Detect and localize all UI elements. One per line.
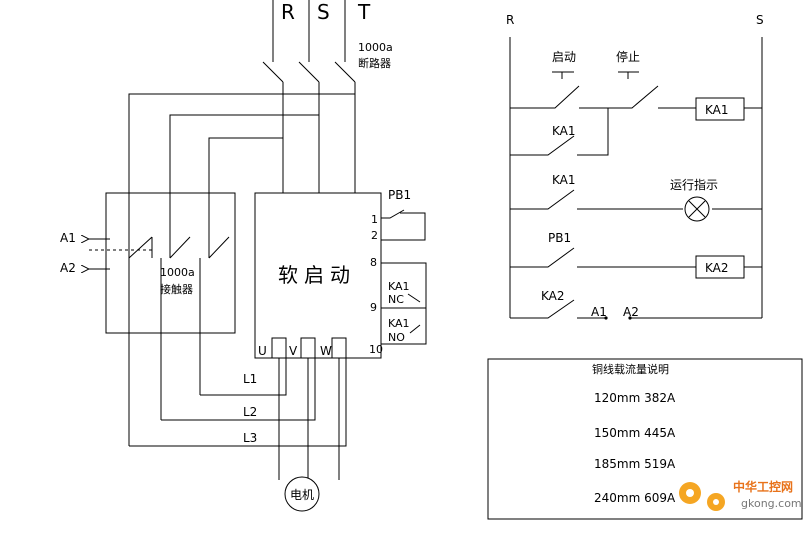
watermark-site: gkong.com <box>741 497 802 510</box>
terminal-w: W <box>320 344 332 358</box>
ka1-hold-label: KA1 <box>552 124 576 138</box>
terminal-8: 8 <box>370 256 377 269</box>
line-l1: L1 <box>243 372 257 386</box>
cable-row-1: 120mm 382A <box>594 391 676 405</box>
ka1-coil-label: KA1 <box>705 103 729 117</box>
rail-r-label: R <box>506 13 514 27</box>
phase-s-label: S <box>317 0 330 24</box>
contactor-terminal-a2: A2 <box>60 261 76 275</box>
contactor-box <box>105 192 236 334</box>
start-button-label: 启动 <box>552 50 576 64</box>
motor-symbol <box>284 476 320 512</box>
cable-table-title: 铜线载流量说明 <box>592 362 669 376</box>
ka1-nc-contact: NC <box>388 293 404 306</box>
phase-t-label: T <box>357 0 371 24</box>
breaker-name: 断路器 <box>358 56 391 70</box>
ka1-no-contact: NO <box>388 331 405 344</box>
run-indicator-label: 运行指示 <box>670 177 718 192</box>
soft-starter-title: 软启动 <box>278 263 356 287</box>
ka2-contact-label: KA2 <box>541 289 565 303</box>
terminal-2: 2 <box>371 229 378 242</box>
contactor-terminal-a1: A1 <box>60 231 76 245</box>
cable-table-box <box>487 358 803 520</box>
ka1-nc-name: KA1 <box>388 280 410 293</box>
terminal-u: U <box>258 344 267 358</box>
rail-s-label: S <box>756 13 764 27</box>
terminal-v: V <box>289 344 298 358</box>
terminal-v-box <box>300 337 316 359</box>
gear-icon <box>679 482 725 511</box>
terminal-w-box <box>331 337 347 359</box>
cable-row-3: 185mm 519A <box>594 457 676 471</box>
ka2-coil <box>695 255 745 279</box>
power-circuit: R S T 1000a 断路器 A1 A2 1000a 接触器 软启动 1 <box>60 0 427 512</box>
pb1-contact-label: PB1 <box>548 231 571 245</box>
run-indicator-lamp <box>684 196 710 222</box>
watermark: 中华工控网 gkong.com <box>679 479 802 511</box>
line-l3: L3 <box>243 431 257 445</box>
terminal-9: 9 <box>370 301 377 314</box>
cable-capacity-table: 铜线载流量说明 120mm 382A 150mm 445A 185mm 519A… <box>487 358 803 520</box>
breaker-switch <box>262 0 356 193</box>
terminal-1: 1 <box>371 213 378 226</box>
ka1-coil <box>695 97 745 121</box>
out-terminal-a1: A1 <box>591 305 607 319</box>
cable-row-2: 150mm 445A <box>594 426 676 440</box>
cable-row-4: 240mm 609A <box>594 491 676 505</box>
breaker-rating: 1000a <box>358 41 393 54</box>
pb1-label: PB1 <box>388 188 411 202</box>
line-l2: L2 <box>243 405 257 419</box>
phase-r-label: R <box>281 0 295 24</box>
out-terminal-a2: A2 <box>623 305 639 319</box>
stop-button-label: 停止 <box>616 49 640 64</box>
terminal-u-box <box>271 337 287 359</box>
watermark-name: 中华工控网 <box>733 479 793 494</box>
ka1-no-name: KA1 <box>388 317 410 330</box>
contactor-rating: 1000a <box>160 266 195 279</box>
ka2-coil-label: KA2 <box>705 261 729 275</box>
contactor-name: 接触器 <box>160 282 193 296</box>
terminal-10: 10 <box>369 343 383 356</box>
motor-label: 电机 <box>290 488 314 502</box>
ka1-run-label: KA1 <box>552 173 576 187</box>
control-circuit: R S 启动 停止 KA1 KA1 KA1 运行指示 PB1 KA2 KA2 A… <box>506 13 764 320</box>
